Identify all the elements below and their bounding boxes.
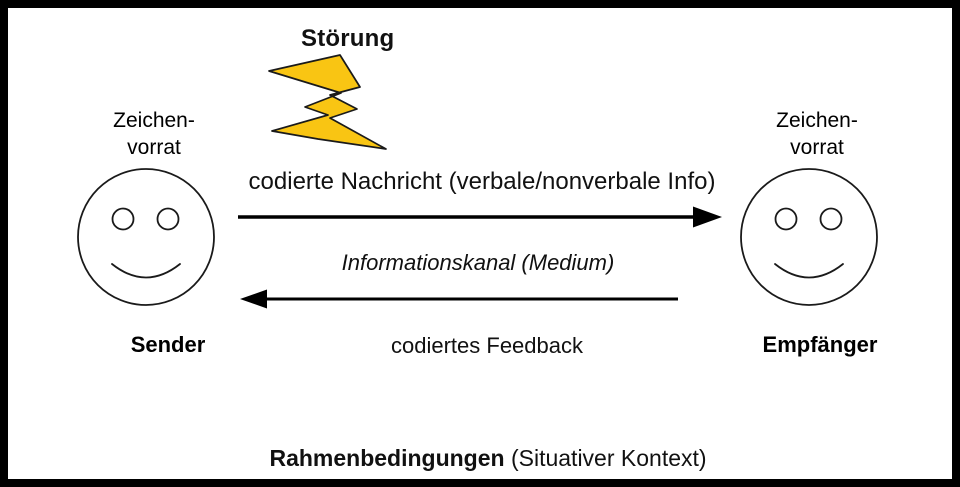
receiver-repertoire-line1: Zeichen- <box>776 109 858 132</box>
coded-message-label: codierte Nachricht (verbale/nonverbale I… <box>248 168 716 195</box>
sender-role-label: Sender <box>130 332 206 357</box>
receiver-role-label: Empfänger <box>762 332 878 357</box>
receiver-repertoire-line2: vorrat <box>790 136 844 160</box>
sender-smiley-face-icon <box>77 168 215 306</box>
receiver-smiley-face-icon <box>740 168 878 306</box>
feedback-arrow-left-icon <box>240 289 678 309</box>
sender-repertoire-label: Zeichen- vorrat <box>113 107 195 162</box>
diagram-graphics-layer <box>77 54 878 309</box>
sender-repertoire-line1: Zeichen- <box>113 109 195 132</box>
context-caption: Rahmenbedingungen (Situativer Kontext) <box>269 445 706 472</box>
sender-repertoire-line2: vorrat <box>127 136 181 160</box>
disturbance-label: Störung <box>301 25 395 52</box>
forward-message-arrow-right-icon <box>238 206 722 228</box>
coded-feedback-label: codiertes Feedback <box>391 333 583 358</box>
disturbance-lightning-bolt-icon <box>268 54 387 150</box>
information-channel-label: Informationskanal (Medium) <box>341 250 615 275</box>
receiver-repertoire-label: Zeichen- vorrat <box>776 107 858 162</box>
context-caption-bold: Rahmenbedingungen <box>269 445 505 471</box>
context-caption-plain: (Situativer Kontext) <box>504 445 707 471</box>
